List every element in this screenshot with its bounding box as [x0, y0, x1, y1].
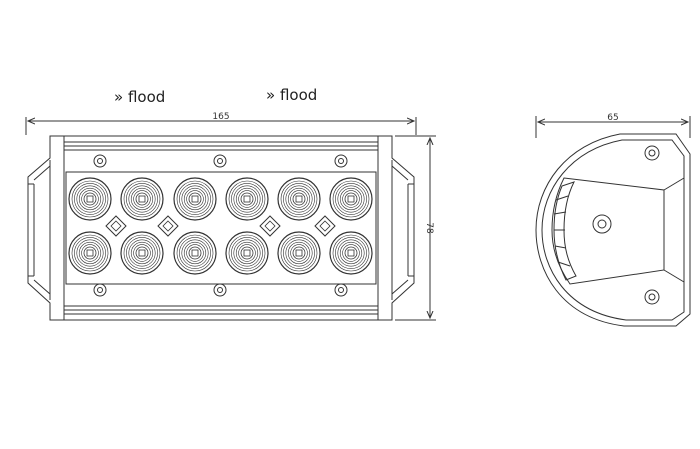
- led-2-4: [225, 231, 269, 275]
- housing-screw-top-1: [93, 154, 107, 168]
- led-1-2: [120, 177, 164, 221]
- reflector-diamond-1: [105, 215, 127, 237]
- top-rail-outer: [63, 135, 379, 143]
- led-2-1: [68, 231, 112, 275]
- led-1-6: [329, 177, 373, 221]
- led-2-3: [173, 231, 217, 275]
- front-details: [68, 154, 373, 297]
- housing-screw-bottom-3: [334, 283, 348, 297]
- flood-label-left: » flood: [114, 88, 166, 106]
- side-width-value: 65: [607, 113, 618, 123]
- housing-screw-bottom-2: [213, 283, 227, 297]
- flood-label-right: » flood: [266, 86, 318, 104]
- side-view: [535, 116, 691, 327]
- led-1-5: [277, 177, 321, 221]
- reflector-diamond-3: [259, 215, 281, 237]
- front-width-value: 165: [212, 112, 229, 122]
- side-screw-top: [644, 145, 660, 161]
- housing-body: [63, 149, 379, 307]
- side-mount-bolt: [592, 214, 612, 234]
- housing-screw-top-3: [334, 154, 348, 168]
- led-1-4: [225, 177, 269, 221]
- side-outer-profile: [535, 133, 691, 327]
- led-2-2: [120, 231, 164, 275]
- front-height-value: 78: [424, 222, 434, 234]
- reflector-diamond-2: [157, 215, 179, 237]
- right-cap-edges: [391, 165, 409, 295]
- led-2-5: [277, 231, 321, 275]
- left-end-cap: [27, 135, 65, 321]
- bottom-rail-outer: [63, 313, 379, 321]
- right-end-cap: [377, 135, 415, 321]
- housing-screw-bottom-1: [93, 283, 107, 297]
- reflector-diamond-4: [314, 215, 336, 237]
- side-screw-bottom: [644, 289, 660, 305]
- led-2-6: [329, 231, 373, 275]
- left-cap-edges: [33, 165, 51, 295]
- front-view: [25, 117, 436, 321]
- side-inner-profile: [541, 139, 685, 321]
- led-1-3: [173, 177, 217, 221]
- led-1-1: [68, 177, 112, 221]
- housing-screw-top-2: [213, 154, 227, 168]
- mounting-slot: [551, 177, 665, 285]
